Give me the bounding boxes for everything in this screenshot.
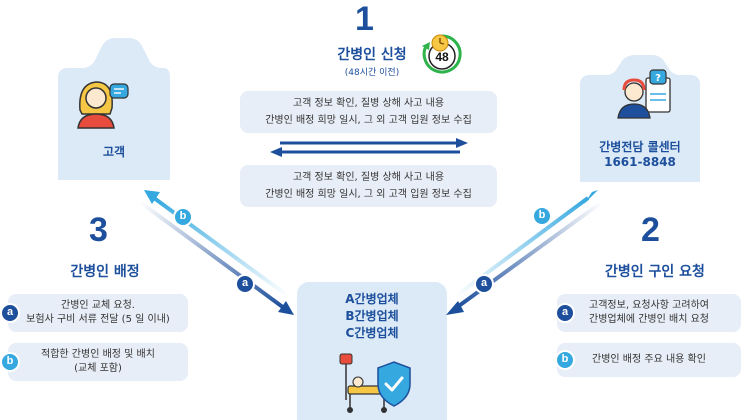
agency-c: C간병업체: [345, 326, 399, 340]
arrow-left-b: [152, 196, 290, 298]
double-arrow-icon: [270, 138, 468, 157]
customer-label: 고객: [102, 145, 126, 159]
arrow-left-a: [138, 200, 286, 310]
arrow-badge-left-b: b: [175, 209, 191, 225]
info-box-top: 고객 정보 확인, 질병 상해 사고 내용 간병인 배정 희망 일시, 그 외 …: [240, 91, 497, 133]
info-bottom-line1: 고객 정보 확인, 질병 상해 사고 내용: [292, 172, 445, 183]
svg-text:?: ?: [655, 73, 661, 84]
clock-number: 48: [435, 50, 449, 64]
step2-item-b: 간병인 배정 주요 내용 확인: [557, 343, 741, 377]
step3-item-a-line2: 보험사 구비 서류 전달 (5 일 이내): [26, 314, 170, 325]
step2-item-a-line2: 간병업체에 간병인 배치 요청: [589, 314, 709, 325]
small-clock-icon: [431, 34, 449, 52]
arrow-right-a: [454, 200, 604, 310]
agency-b: B간병업체: [345, 309, 399, 323]
customer-panel: [58, 38, 170, 180]
step2-title: 간병인 구인 요청: [605, 264, 705, 280]
step2-item-b-line1: 간병인 배정 주요 내용 확인: [592, 354, 706, 365]
step3-badge-b: b: [2, 354, 18, 370]
agency-a: A간병업체: [345, 292, 399, 306]
step3-item-b-line1: 적합한 간병인 배정 및 배치: [41, 349, 155, 360]
customer-icon: [77, 81, 129, 129]
step3-item-b-line2: (교체 포함): [74, 363, 122, 374]
info-box-bottom: 고객 정보 확인, 질병 상해 사고 내용 간병인 배정 희망 일시, 그 외 …: [240, 165, 497, 207]
step3-item-b: 적합한 간병인 배정 및 배치 (교체 포함): [8, 343, 188, 381]
arrow-badge-left-a: a: [237, 276, 253, 292]
info-top-line2: 간병인 배정 희망 일시, 그 외 고객 입원 정보 수집: [265, 115, 472, 126]
step1-number: 1: [355, 0, 374, 38]
call-center-phone: 1661-8848: [604, 155, 676, 169]
step2-number: 2: [641, 211, 660, 249]
call-center-agent-icon: ?: [617, 69, 671, 119]
arrow-badge-right-b: b: [534, 208, 550, 224]
step2-badge-b: b: [557, 352, 573, 368]
step3-badge-a: a: [2, 305, 18, 321]
info-bottom-line2: 간병인 배정 희망 일시, 그 외 고객 입원 정보 수집: [265, 189, 472, 200]
hospital-bed-shield-icon: [339, 353, 411, 413]
call-center-name: 간병전담 콜센터: [599, 140, 681, 154]
info-top-line1: 고객 정보 확인, 질병 상해 사고 내용: [292, 98, 445, 109]
agency-panel: [297, 282, 447, 420]
step1-title: 간병인 신청: [337, 47, 407, 63]
step3-number: 3: [89, 211, 108, 249]
step3-title: 간병인 배정: [70, 264, 140, 280]
step3-item-a: 간병인 교체 요청. 보험사 구비 서류 전달 (5 일 이내): [8, 294, 188, 332]
step2-item-a-line1: 고객정보, 요청사항 고려하여: [589, 300, 709, 311]
step1-subtitle: (48시간 이전): [344, 68, 400, 78]
step2-badge-a: a: [557, 305, 573, 321]
step2-item-a: 고객정보, 요청사항 고려하여 간병업체에 간병인 배치 요청: [557, 294, 741, 332]
step3-item-a-line1: 간병인 교체 요청.: [61, 300, 135, 311]
agency-list: A간병업체 B간병업체 C간병업체: [297, 291, 447, 342]
arrow-badge-right-a: a: [476, 276, 492, 292]
